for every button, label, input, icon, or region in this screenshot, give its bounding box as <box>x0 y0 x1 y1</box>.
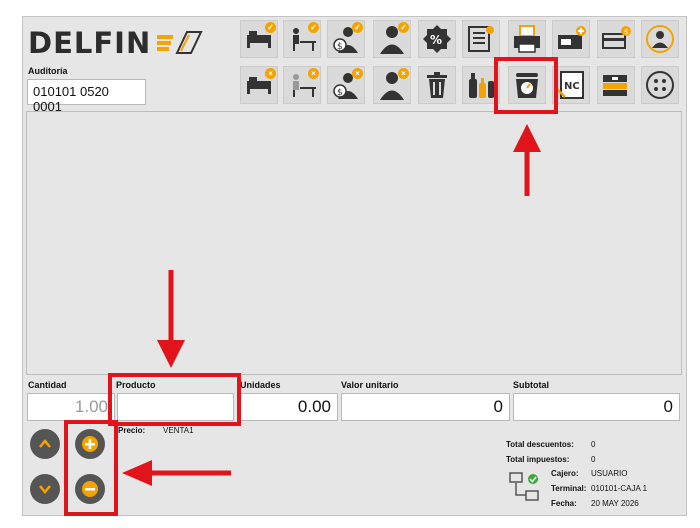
toolbar-button-12[interactable]: × <box>283 66 321 104</box>
scroll-up-button[interactable] <box>30 429 60 459</box>
toolbar-button-5[interactable]: % <box>418 20 456 58</box>
trash-icon <box>427 72 447 98</box>
toolbar-button-more[interactable] <box>641 66 679 104</box>
remove-badge-icon: × <box>265 68 276 79</box>
plus-icon <box>82 436 98 452</box>
svg-text:$: $ <box>624 28 628 36</box>
toolbar-button-scale[interactable] <box>508 66 546 104</box>
toolbar-button-3[interactable]: $ ✓ <box>327 20 365 58</box>
cantidad-field[interactable]: 1.00 <box>27 393 115 421</box>
person-money-remove-icon: $ <box>333 73 358 99</box>
check-badge-icon: ✓ <box>352 22 363 33</box>
valor-unitario-field[interactable]: 0 <box>341 393 510 421</box>
check-badge-icon: ✓ <box>398 22 409 33</box>
toolbar-button-13[interactable]: $ × <box>327 66 365 104</box>
card-payment-icon: $ <box>602 26 631 49</box>
svg-text:$: $ <box>337 42 343 52</box>
increase-quantity-button[interactable] <box>75 429 105 459</box>
scale-icon <box>516 73 538 98</box>
desk-check-icon <box>293 28 316 51</box>
svg-text:$: $ <box>337 88 343 98</box>
producto-label: Producto <box>116 380 156 390</box>
remove-badge-icon: × <box>398 68 409 79</box>
toolbar-button-1[interactable]: ✓ <box>240 20 278 58</box>
annotation-box-quantity-buttons <box>64 420 118 516</box>
decrease-quantity-button[interactable] <box>75 474 105 504</box>
cajero-value: USUARIO <box>591 469 628 478</box>
check-badge-icon: ✓ <box>265 22 276 33</box>
valor-unitario-label: Valor unitario <box>341 380 399 390</box>
network-status-icon <box>509 472 539 501</box>
total-impuestos-label: Total impuestos: <box>506 455 570 464</box>
check-badge-icon: ✓ <box>308 22 319 33</box>
user-check-icon <box>380 26 404 54</box>
toolbar-button-7[interactable] <box>508 20 546 58</box>
precio-label: Precio: <box>118 426 146 435</box>
annotation-box-producto <box>108 373 241 426</box>
minus-icon <box>82 481 98 497</box>
cash-stack-icon <box>603 75 627 96</box>
unidades-field[interactable]: 0.00 <box>240 393 338 421</box>
document-view-icon <box>468 26 494 52</box>
cajero-label: Cajero: <box>551 469 579 478</box>
discount-icon: % <box>423 25 451 53</box>
bed-remove-icon <box>247 77 271 94</box>
fecha-value: 20 MAY 2026 <box>591 499 639 508</box>
toolbar-button-credit-note[interactable]: NC <box>552 66 590 104</box>
chevron-up-icon <box>39 439 51 448</box>
toolbar-button-14[interactable]: × <box>373 66 411 104</box>
bed-check-icon <box>247 31 271 48</box>
desk-remove-icon <box>293 74 316 97</box>
svg-text:NC: NC <box>564 81 580 92</box>
annotation-box-scale <box>494 57 558 114</box>
total-descuentos-label: Total descuentos: <box>506 440 574 449</box>
total-impuestos-value: 0 <box>591 455 596 464</box>
brand-logo: DELFIN <box>28 26 203 60</box>
auditoria-label: Auditoría <box>28 66 68 76</box>
unidades-label: Unidades <box>240 380 281 390</box>
chevron-down-icon <box>39 485 51 494</box>
more-options-icon <box>646 71 674 99</box>
toolbar-button-6[interactable] <box>462 20 500 58</box>
printer-document-icon <box>514 25 540 53</box>
user-remove-icon <box>380 72 404 100</box>
terminal-value: 010101-CAJA 1 <box>591 484 648 493</box>
precio-value: VENTA1 <box>163 426 194 435</box>
toolbar-button-9[interactable]: $ <box>597 20 635 58</box>
credit-note-icon: NC <box>556 71 584 99</box>
user-refresh-icon <box>646 25 674 53</box>
toolbar-button-2[interactable]: ✓ <box>283 20 321 58</box>
svg-text:%: % <box>430 33 442 47</box>
fecha-label: Fecha: <box>551 499 577 508</box>
terminal-label: Terminal: <box>551 484 587 493</box>
remove-badge-icon: × <box>308 68 319 79</box>
logo-mark-icon <box>157 31 203 54</box>
bottles-icon <box>469 73 494 98</box>
toolbar-button-10[interactable] <box>641 20 679 58</box>
person-money-check-icon: $ <box>333 27 358 53</box>
toolbar-button-4[interactable]: ✓ <box>373 20 411 58</box>
producto-field[interactable] <box>117 393 234 421</box>
remove-badge-icon: × <box>352 68 363 79</box>
toolbar-button-19[interactable] <box>597 66 635 104</box>
auditoria-field[interactable]: 010101 0520 0001 <box>27 79 146 114</box>
toolbar-button-8[interactable] <box>552 20 590 58</box>
cash-register-add-icon <box>558 26 586 49</box>
toolbar-button-11[interactable]: × <box>240 66 278 104</box>
brand-name: DELFIN <box>28 26 152 60</box>
toolbar-button-16[interactable] <box>462 66 500 104</box>
item-list-area[interactable] <box>26 111 682 375</box>
scroll-down-button[interactable] <box>30 474 60 504</box>
cantidad-label: Cantidad <box>28 380 67 390</box>
total-descuentos-value: 0 <box>591 440 596 449</box>
toolbar-button-15[interactable] <box>418 66 456 104</box>
subtotal-label: Subtotal <box>513 380 549 390</box>
subtotal-field[interactable]: 0 <box>513 393 680 421</box>
